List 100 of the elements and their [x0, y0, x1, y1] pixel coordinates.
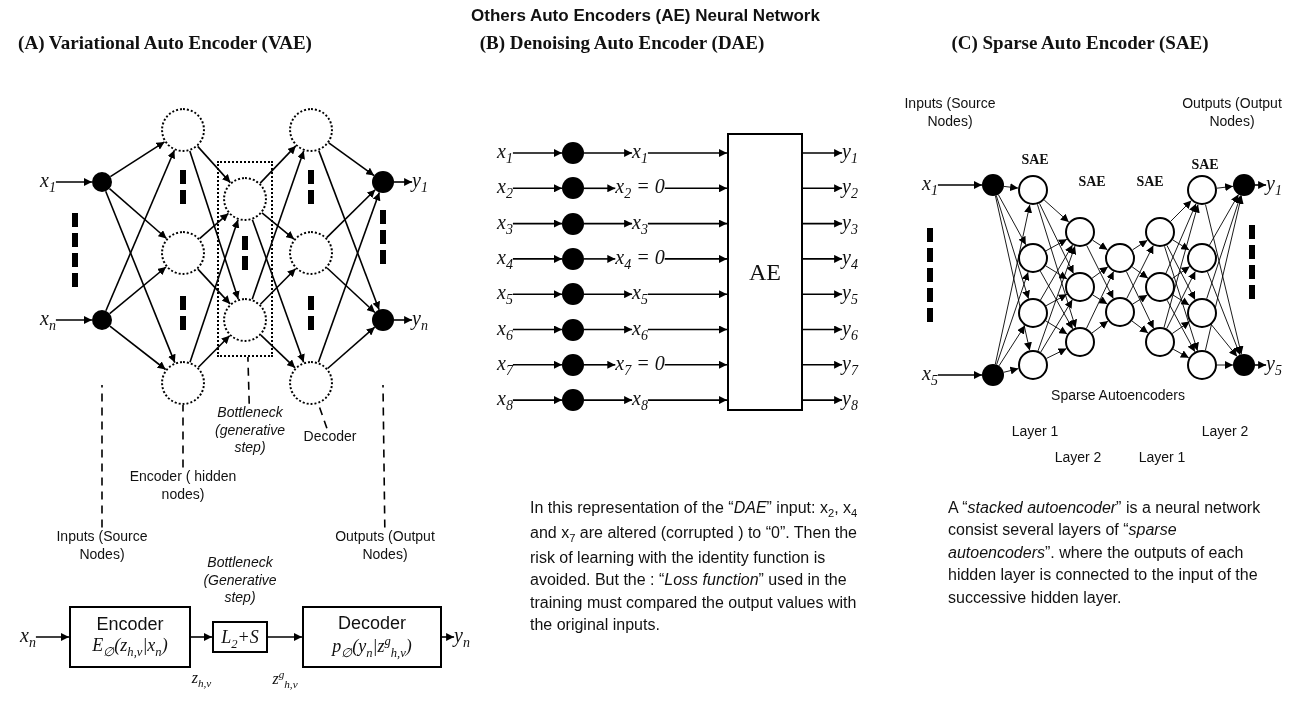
- neuron-dot: [982, 364, 1004, 386]
- hidden-neuron-circle: [289, 108, 333, 152]
- variable-label: y$_{2}$: [842, 175, 858, 201]
- variable-label: x$_{8}$: [497, 387, 513, 413]
- variable-label: y$_{7}$: [842, 352, 858, 378]
- description-paragraph: In this representation of the “DAE” input: x$_{2}$, x$_{4}$ and x$_{7}$ are altered (corrupted ) to “0”. Then the risk of learning with the identity function is avoided. But the : “Loss function” used in the training must compared the output values with the original inputs.: [530, 498, 859, 635]
- variable-label: x$_{4}$: [497, 246, 513, 272]
- arrow: [108, 187, 168, 240]
- arrow: [512, 360, 563, 369]
- layer-tag: SAE: [1021, 152, 1049, 168]
- variable-label: y$_{3}$: [842, 211, 858, 237]
- arrow: [663, 184, 728, 193]
- variable-label: x$_{4}$ = 0: [615, 246, 665, 272]
- arrow: [512, 325, 563, 334]
- variable-label: x$_{5}$: [632, 281, 648, 307]
- arrow: [393, 178, 413, 186]
- arrow: [1254, 181, 1267, 189]
- arrow: [802, 254, 843, 263]
- arrow: [189, 219, 240, 363]
- neuron-dot: [562, 177, 584, 200]
- arrow: [583, 254, 617, 263]
- neuron-dot: [562, 212, 584, 235]
- layer-tag: SAE: [1136, 174, 1164, 190]
- variable-label: x$_{3}$: [497, 211, 513, 237]
- arrow: [190, 633, 213, 641]
- neuron-circle: [1187, 298, 1217, 328]
- arrow: [802, 325, 843, 334]
- box-heading: Encoder: [96, 614, 164, 636]
- neuron-circle: [1065, 217, 1095, 247]
- caption-text: Bottleneck (Generative step): [202, 553, 278, 607]
- variable-label: x$_{n}$: [20, 624, 36, 650]
- neuron-circle: [1187, 175, 1217, 205]
- variable-label: y$_{8}$: [842, 387, 858, 413]
- neuron-dot: [92, 310, 112, 330]
- variable-label: y$_{1}$: [1266, 172, 1282, 198]
- description-paragraph: A “stacked autoencoder” is a neural network consist several layers of “sparse autoencoders”. where the outputs of each hidden layer is connected to the input of the successive hidden layer.: [948, 498, 1262, 608]
- variable-label: x$_{5}$: [922, 362, 938, 388]
- variable-label: x$_{n}$: [40, 307, 56, 333]
- neuron-dot: [562, 283, 584, 306]
- annotation-text: Outputs (Output Nodes): [325, 527, 445, 563]
- variable-label: x$_{1}$: [922, 172, 938, 198]
- arrow: [647, 219, 728, 228]
- hidden-neuron-circle: [289, 231, 333, 275]
- arrow: [583, 149, 633, 157]
- variable-label: y$_{5}$: [1266, 352, 1282, 378]
- neuron-circle: [1018, 175, 1048, 205]
- hidden-neuron-circle: [161, 231, 205, 275]
- arrow: [55, 316, 93, 324]
- arrow: [802, 290, 843, 299]
- neuron-dot: [982, 174, 1004, 196]
- annotation-text: Inputs (Source Nodes): [903, 94, 997, 130]
- annotation-text: Bottleneck (generative step): [204, 403, 296, 457]
- arrow: [512, 290, 563, 299]
- arrow: [802, 149, 843, 157]
- process-box: [302, 606, 442, 668]
- arrow: [802, 360, 843, 369]
- neuron-circle: [1145, 272, 1175, 302]
- arrow: [55, 178, 93, 186]
- variable-label: y$_{1}$: [842, 140, 858, 166]
- arrow: [261, 212, 295, 240]
- neuron-circle: [1145, 327, 1175, 357]
- arrow: [512, 184, 563, 193]
- arrow: [937, 181, 983, 189]
- variable-label: y$_{n}$: [454, 624, 470, 650]
- arrow: [583, 325, 633, 334]
- arrow: [196, 145, 232, 184]
- arrow: [663, 254, 728, 263]
- neuron-circle: [1187, 243, 1217, 273]
- arrow: [1254, 361, 1267, 369]
- annotation-text: Encoder ( hidden nodes): [120, 467, 246, 503]
- arrow: [802, 184, 843, 193]
- arrow: [802, 219, 843, 228]
- arrow: [393, 316, 413, 324]
- arrow: [189, 150, 240, 300]
- arrow: [663, 360, 728, 369]
- variable-label: x$_{6}$: [632, 317, 648, 342]
- neuron-dot: [372, 171, 394, 193]
- leader-line: [182, 404, 184, 469]
- variable-label: x$_{2}$: [497, 175, 513, 201]
- annotation-text: Outputs (Output Nodes): [1181, 94, 1283, 130]
- neuron-dot: [562, 142, 584, 164]
- neuron-circle: [1065, 327, 1095, 357]
- arrow: [251, 150, 305, 300]
- leader-line: [382, 384, 386, 529]
- hidden-neuron-circle: [289, 361, 333, 405]
- neuron-circle: [1105, 243, 1135, 273]
- neuron-dot: [562, 353, 584, 376]
- arrow: [647, 325, 728, 334]
- variable-label: x$_{1}$: [497, 140, 513, 166]
- variable-label: x$_{1}$: [632, 140, 648, 166]
- annotation-text: Layer 1: [1137, 449, 1187, 467]
- arrow: [583, 396, 633, 405]
- arrow: [35, 633, 70, 641]
- neuron-dot: [562, 318, 584, 341]
- neuron-dot: [1233, 174, 1255, 196]
- arrow: [109, 325, 167, 371]
- arrow: [583, 360, 617, 369]
- arrow: [317, 191, 381, 364]
- leader-line: [247, 356, 250, 405]
- arrow: [441, 633, 455, 641]
